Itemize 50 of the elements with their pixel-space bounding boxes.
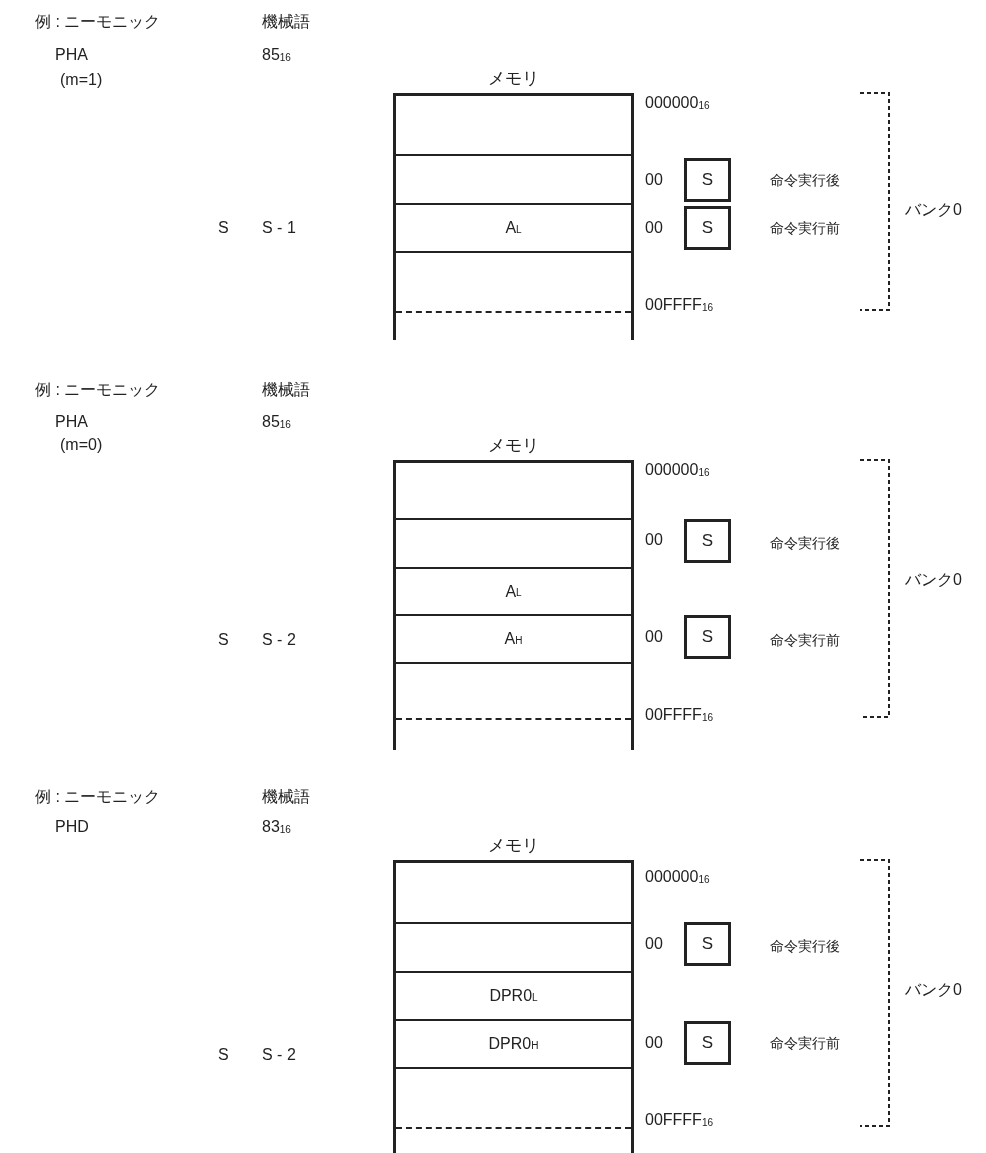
register-box: S (684, 922, 731, 966)
opcode: 83$_{16}$ (262, 817, 291, 837)
example-label: 例 : ニーモニック (35, 12, 161, 32)
bank-byte: 00 (645, 627, 663, 647)
register-expression: S - 2 (262, 630, 296, 650)
bank-byte: 00 (645, 1033, 663, 1053)
register-name: S (218, 1045, 229, 1065)
mode-note: (m=1) (60, 70, 103, 90)
register-box: S (684, 206, 731, 250)
example-label: 例 : ニーモニック (35, 380, 161, 400)
state-note: 命令実行前 (770, 1034, 840, 1053)
address-label: 00FFFF$_{16}$ (645, 705, 713, 725)
address-label: 000000$_{16}$ (645, 867, 710, 887)
bank-label: バンク0 (905, 980, 962, 1000)
address-label: 00FFFF$_{16}$ (645, 295, 713, 315)
address-label: 00FFFF$_{16}$ (645, 1110, 713, 1130)
column-heading: 機械語 (262, 787, 310, 807)
memory-heading: メモリ (487, 835, 540, 857)
state-note: 命令実行後 (770, 171, 840, 190)
example-label: 例 : ニーモニック (35, 787, 161, 807)
bank-label: バンク0 (905, 570, 962, 590)
mnemonic: PHA (55, 412, 88, 432)
mnemonic: PHA (55, 45, 88, 65)
register-name: S (218, 218, 229, 238)
register-box: S (684, 615, 731, 659)
memory-heading: メモリ (487, 68, 540, 90)
register-expression: S - 2 (262, 1045, 296, 1065)
address-label: 000000$_{16}$ (645, 460, 710, 480)
memory-heading: メモリ (487, 435, 540, 457)
opcode: 85$_{16}$ (262, 412, 291, 432)
mnemonic: PHD (55, 817, 89, 837)
register-box: S (684, 519, 731, 563)
bank-byte: 00 (645, 218, 663, 238)
bank-byte: 00 (645, 170, 663, 190)
bank-byte: 00 (645, 530, 663, 550)
state-note: 命令実行後 (770, 937, 840, 956)
register-box: S (684, 158, 731, 202)
state-note: 命令実行後 (770, 534, 840, 553)
bank-byte: 00 (645, 934, 663, 954)
state-note: 命令実行前 (770, 219, 840, 238)
register-box: S (684, 1021, 731, 1065)
state-note: 命令実行前 (770, 631, 840, 650)
bank-label: バンク0 (905, 200, 962, 220)
address-label: 000000$_{16}$ (645, 93, 710, 113)
column-heading: 機械語 (262, 380, 310, 400)
register-expression: S - 1 (262, 218, 296, 238)
opcode: 85$_{16}$ (262, 45, 291, 65)
register-name: S (218, 630, 229, 650)
column-heading: 機械語 (262, 12, 310, 32)
mode-note: (m=0) (60, 435, 103, 455)
